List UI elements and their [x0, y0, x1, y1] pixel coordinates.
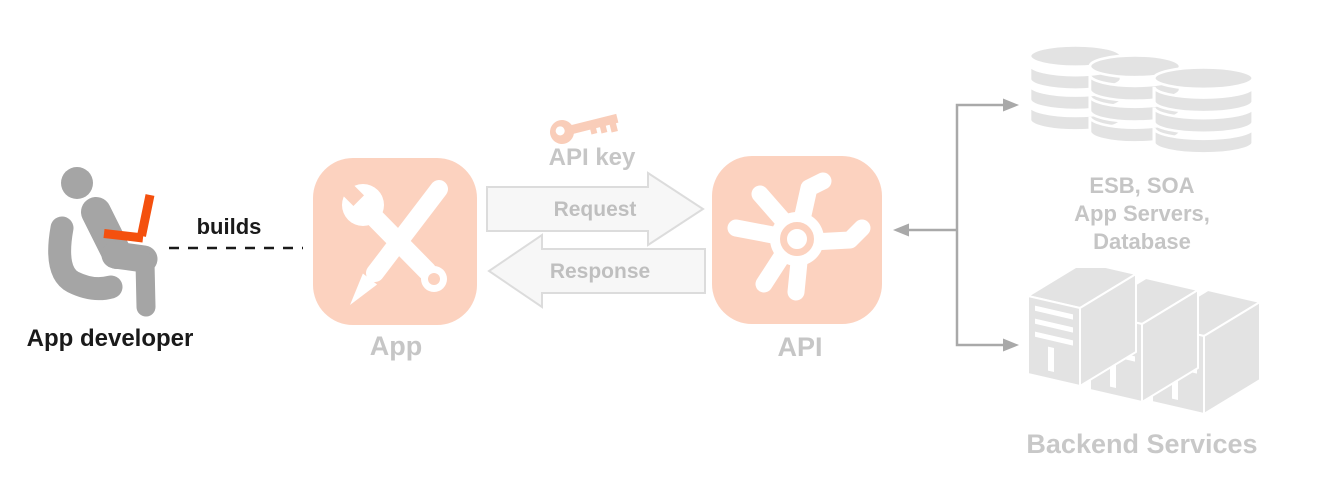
person-figure [48, 197, 158, 317]
database-cylinder [1152, 66, 1255, 155]
api-key-label: API key [548, 144, 636, 171]
server-box [1027, 268, 1137, 387]
request-label: Request [553, 198, 637, 221]
person-shin [135, 252, 156, 317]
database-icon [1028, 44, 1255, 155]
response-arrow [487, 233, 706, 309]
app-label: App [369, 331, 423, 361]
esb-label-line2: App Servers, [1074, 201, 1210, 226]
builds-dashed-line [169, 246, 303, 250]
api-label: API [777, 332, 823, 362]
backend-services-label: Backend Services [1026, 429, 1258, 459]
developer-icon [48, 167, 158, 317]
wrench-icon [328, 170, 447, 292]
person-head [61, 167, 93, 199]
laptop-icon [103, 194, 155, 243]
esb-label-line3: Database [1093, 229, 1191, 254]
api-icon [712, 156, 882, 324]
servers-icon [1027, 268, 1261, 415]
arrowhead-to-servers [1003, 338, 1019, 352]
request-arrow [486, 171, 705, 247]
developer-label: App developer [26, 325, 194, 352]
esb-label: ESB, SOA App Servers, Database [1047, 172, 1237, 256]
pinwheel-hub [770, 212, 824, 266]
response-label: Response [549, 260, 651, 283]
backend-connector-lines [893, 98, 1019, 352]
key-icon [550, 113, 619, 144]
esb-label-line1: ESB, SOA [1089, 173, 1195, 198]
pinwheel-hub-ring [780, 222, 814, 256]
pencil-icon [350, 180, 448, 305]
arrowhead-to-databases [1003, 98, 1019, 112]
app-icon [313, 158, 477, 325]
arrowhead-to-api [893, 223, 909, 237]
chair-shape [48, 216, 123, 301]
builds-label: builds [196, 214, 262, 239]
